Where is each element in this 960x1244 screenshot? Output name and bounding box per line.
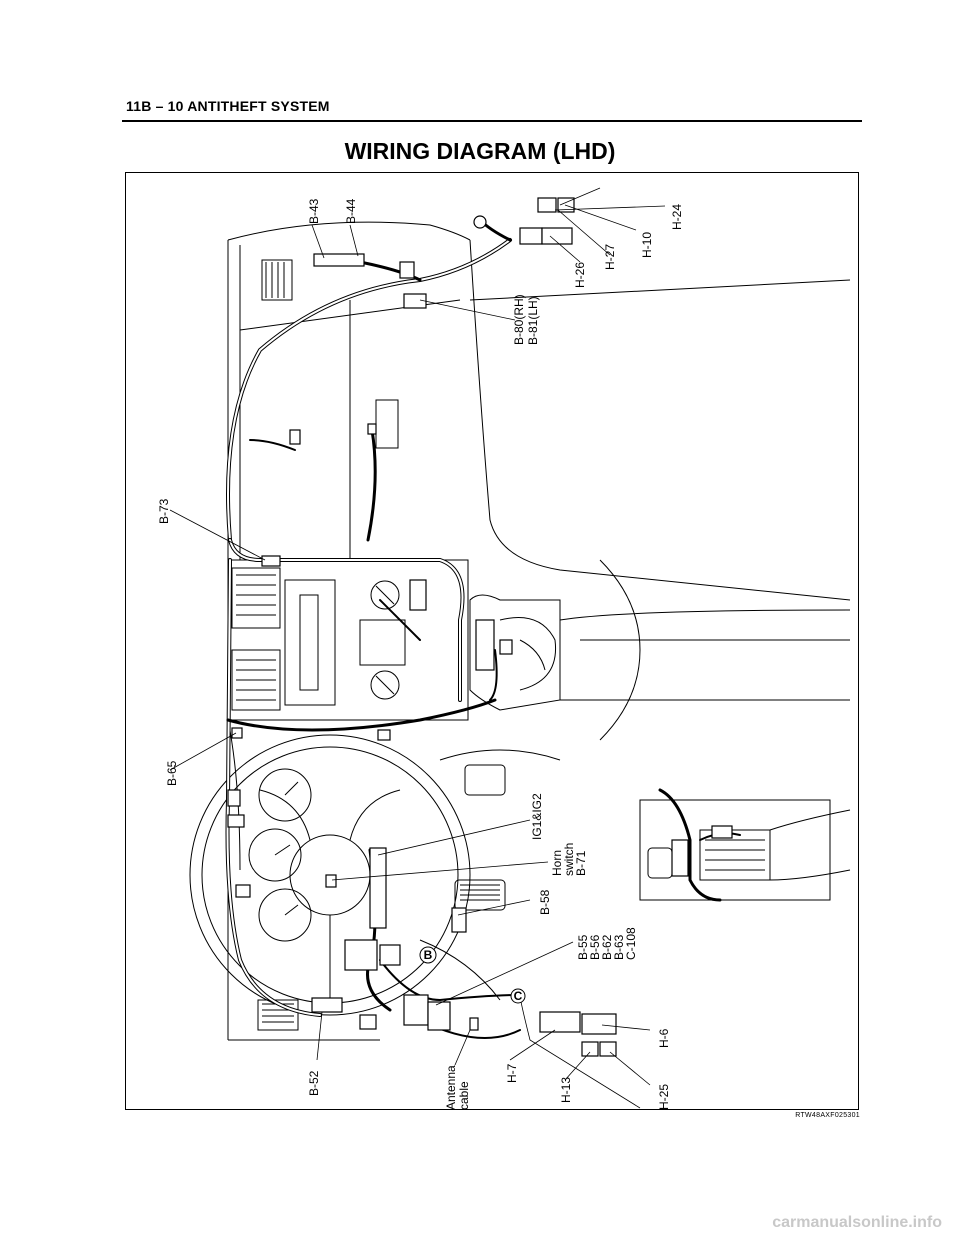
callout-b: B xyxy=(424,948,433,962)
label-cable: cable xyxy=(457,1081,471,1110)
page-header-title: 11B – 10 ANTITHEFT SYSTEM xyxy=(126,98,330,114)
label-ig: IG1&IG2 xyxy=(530,793,544,840)
diagram-title: WIRING DIAGRAM (LHD) xyxy=(344,138,616,164)
label-b65: B-65 xyxy=(165,760,179,786)
label-b58: B-58 xyxy=(538,889,552,915)
label-b63: B-63 xyxy=(612,934,626,960)
header-rule xyxy=(122,120,862,122)
label-h6: H-6 xyxy=(657,1028,671,1048)
label-h25: H-25 xyxy=(657,1084,671,1110)
label-b80: B-80(RH) xyxy=(512,294,526,345)
label-h7: H-7 xyxy=(505,1063,519,1083)
label-h26: H-26 xyxy=(573,262,587,288)
diagram-labels: B-43 B-44 H-26 H-27 H-10 H-24 B-80(RH) B… xyxy=(157,198,684,1110)
figure-code: RTW48AXF025301 xyxy=(795,1112,860,1119)
label-b81: B-81(LH) xyxy=(526,296,540,345)
label-b55: B-55 xyxy=(576,934,590,960)
connectors xyxy=(227,197,733,1057)
label-b73: B-73 xyxy=(157,498,171,524)
watermark: carmanualsonline.info xyxy=(772,1214,942,1231)
label-h10: H-10 xyxy=(640,232,654,258)
label-antenna: Antenna xyxy=(444,1065,458,1110)
label-b56: B-56 xyxy=(588,934,602,960)
callout-c: C xyxy=(514,989,523,1003)
leader-lines xyxy=(169,187,666,1109)
label-horn: Horn xyxy=(550,850,564,876)
label-b52: B-52 xyxy=(307,1070,321,1096)
label-h13: H-13 xyxy=(559,1077,573,1103)
label-b43: B-43 xyxy=(307,198,321,224)
label-switch: switch xyxy=(562,843,576,876)
label-h24: H-24 xyxy=(670,204,684,230)
diagram-frame xyxy=(125,172,859,1110)
label-h27: H-27 xyxy=(603,244,617,270)
label-b62: B-62 xyxy=(600,934,614,960)
label-b71: B-71 xyxy=(574,850,588,876)
label-b44: B-44 xyxy=(344,198,358,224)
label-c108: C-108 xyxy=(624,927,638,960)
callouts: B C xyxy=(419,946,526,1004)
